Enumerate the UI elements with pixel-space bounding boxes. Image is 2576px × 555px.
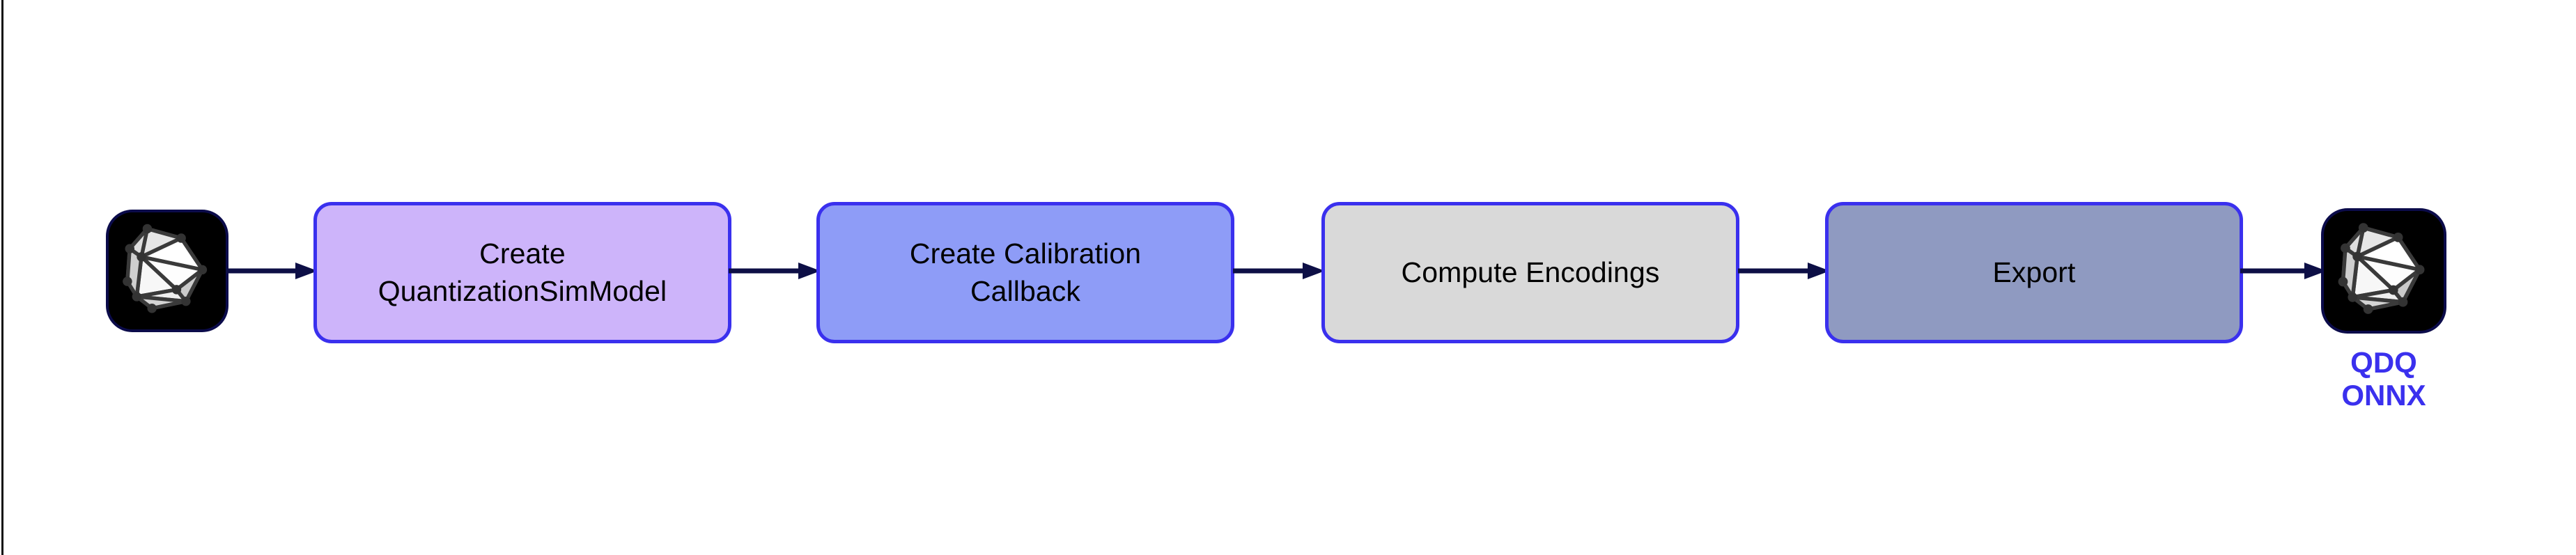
node-label: Export: [1992, 256, 2076, 288]
node-create-quantizationsimmodel[interactable]: Create QuantizationSimModel: [313, 202, 731, 343]
qdq-onnx-output-label: QDQ ONNX: [2341, 346, 2426, 412]
arrow-compute-encodings-to-export: [1738, 261, 1830, 281]
onnx-model-icon-output: [2324, 211, 2444, 331]
node-compute-encodings[interactable]: Compute Encodings: [1321, 202, 1739, 343]
left-edge-rule: [1, 0, 3, 555]
node-label: Create QuantizationSimModel: [378, 237, 667, 307]
arrow-create-quantizationsimmodel-to-create-calibration-callback: [729, 261, 821, 281]
onnx-model-icon-input: [109, 212, 226, 329]
node-export[interactable]: Export: [1825, 202, 2243, 343]
node-label: Create Calibration Callback: [909, 237, 1142, 307]
node-label: Compute Encodings: [1401, 256, 1660, 288]
arrow-input-to-create-quantizationsimmodel: [226, 261, 318, 281]
arrow-create-calibration-callback-to-compute-encodings: [1233, 261, 1325, 281]
node-create-calibration-callback[interactable]: Create Calibration Callback: [816, 202, 1234, 343]
arrow-export-to-onnx-output: [2240, 261, 2327, 281]
